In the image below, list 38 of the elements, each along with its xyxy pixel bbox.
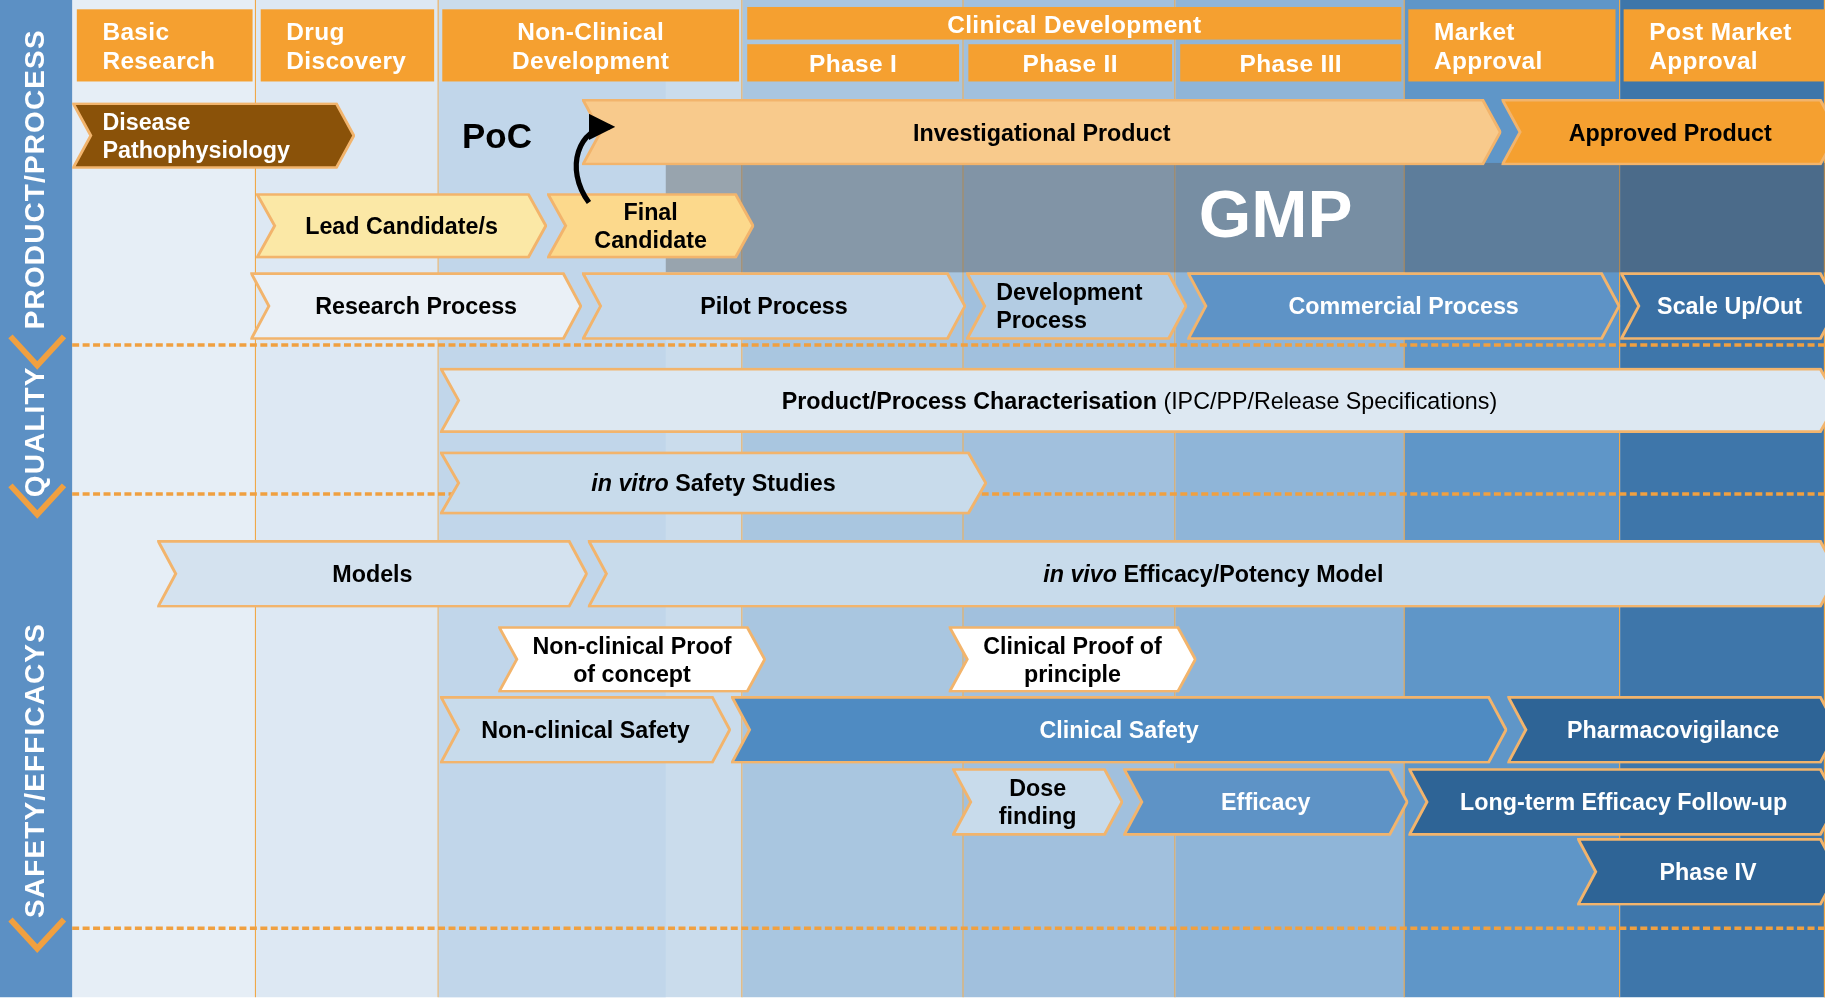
- stage-banner: Research Process: [250, 272, 582, 340]
- lane-label: QUALITY: [18, 365, 52, 500]
- phase-header: Post Market Approval: [1623, 9, 1825, 82]
- stage-banner: Efficacy: [1123, 768, 1409, 836]
- lane-label: PRODUCT/PROCESS: [18, 28, 52, 331]
- stage-banner: Long-term Efficacy Follow-up: [1408, 768, 1825, 836]
- phase-header: Clinical Development: [747, 7, 1402, 40]
- stage-banner: Non-clinical Proof of concept: [498, 626, 766, 693]
- stage-banner: Phase IV: [1577, 838, 1825, 906]
- stage-banner: Non-clinical Safety: [439, 696, 731, 764]
- stage-banner: Pilot Process: [581, 272, 967, 340]
- stage-banner: Commercial Process: [1187, 272, 1621, 340]
- phase-header: Phase II: [968, 44, 1173, 82]
- zone-label: GMP: [1198, 174, 1353, 253]
- stage-banner: Lead Candidate/s: [256, 193, 548, 259]
- stage-banner: in vivo Efficacy/Potency Model: [587, 540, 1825, 608]
- phase-header: Phase I: [747, 44, 960, 82]
- stage-banner: Product/Process Characterisation (IPC/PP/Release Specifications): [439, 367, 1825, 433]
- curved-arrow: [573, 116, 616, 204]
- stage-banner: Development Process: [966, 272, 1188, 340]
- stage-banner: Pharmacovigilance: [1507, 696, 1825, 764]
- stage-banner: Dose finding: [952, 768, 1124, 836]
- stage-banner: Clinical Safety: [730, 696, 1508, 764]
- stage-banner: Clinical Proof of principle: [948, 626, 1197, 693]
- phase-header: Drug Discovery: [260, 9, 435, 82]
- lane-label: SAFETY/EFFICACYS: [18, 622, 52, 920]
- phase-header: Market Approval: [1408, 9, 1616, 82]
- milestone-label: PoC: [462, 116, 532, 156]
- stage-banner: in vitro Safety Studies: [439, 451, 987, 515]
- stage-banner: Disease Pathophysiology: [72, 102, 355, 169]
- stage-banner: Approved Product: [1501, 98, 1825, 166]
- stage-banner: Scale Up/Out: [1620, 272, 1825, 340]
- stage-banner: Models: [157, 540, 588, 608]
- phase-header: Phase III: [1180, 44, 1402, 82]
- stage-banner: Final Candidate: [547, 193, 755, 259]
- phase-header: Basic Research: [76, 9, 253, 82]
- phase-header: Non-Clinical Development: [442, 9, 740, 82]
- stage-banner: Investigational Product: [581, 98, 1502, 166]
